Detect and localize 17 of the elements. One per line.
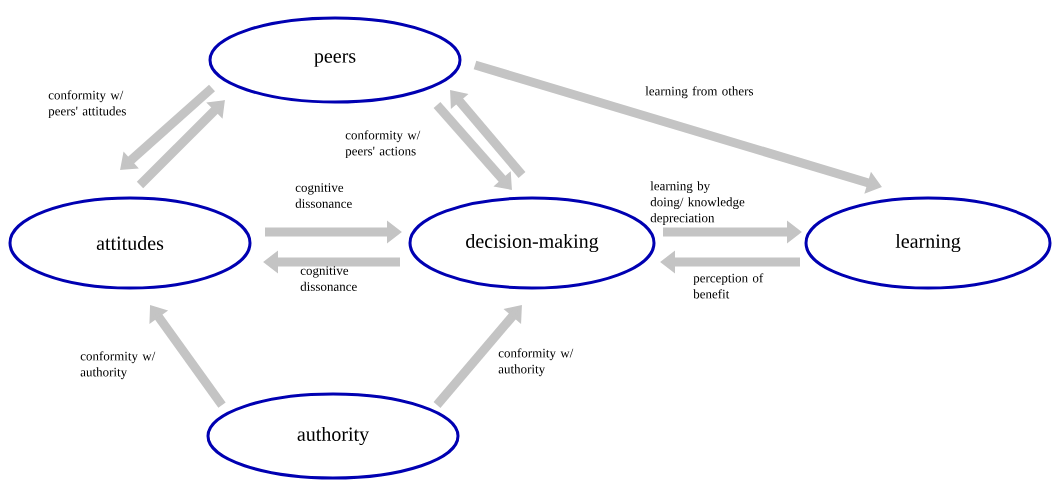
- ellipse-node: peers: [208, 16, 462, 104]
- edge-label: conformity w/ peers' actions: [345, 130, 421, 159]
- edge-label: conformity w/ authority: [80, 351, 156, 380]
- edge-label: conformity w/ peers' attitudes: [48, 90, 126, 119]
- block-arrow: [149, 305, 226, 408]
- block-arrow: [120, 84, 215, 170]
- edge-label: learning from others: [645, 86, 754, 99]
- ellipse-node: attitudes: [8, 196, 252, 290]
- ellipse-node: authority: [206, 392, 460, 480]
- ellipse-node: learning: [804, 196, 1052, 290]
- edge-label: cognitive dissonance: [295, 183, 352, 208]
- block-arrow: [433, 102, 512, 190]
- block-arrow: [450, 90, 526, 178]
- edge-label: cognitive dissonance: [300, 266, 357, 291]
- edge-label: conformity w/ authority: [498, 348, 574, 377]
- edge-label: perception of benefit: [693, 273, 764, 299]
- block-arrow: [433, 305, 522, 408]
